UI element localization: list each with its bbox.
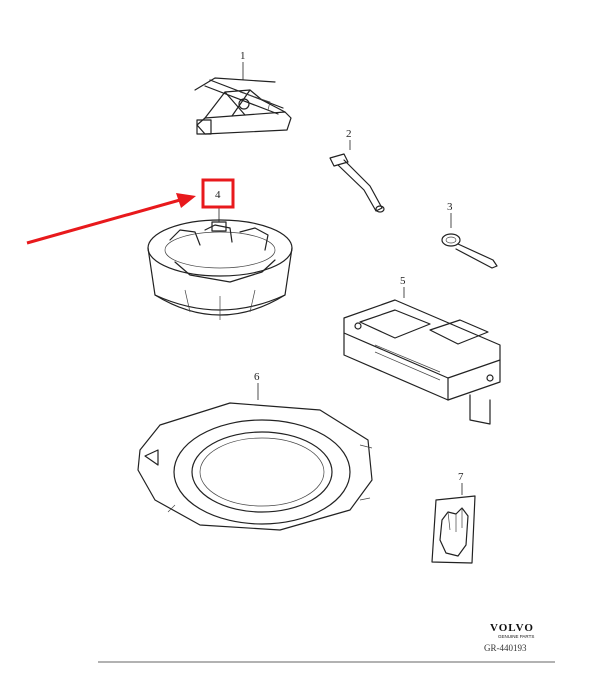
towing-eye-icon: [441, 213, 498, 269]
callout-5: 5: [400, 275, 406, 287]
callout-7: 7: [458, 471, 464, 483]
gloves-bag-icon: [431, 483, 476, 564]
callout-4: 4: [215, 189, 221, 201]
reference-number: GR-440193: [484, 643, 527, 653]
highlight-box: [201, 178, 235, 209]
bracket-icon: [343, 287, 501, 425]
wheel-wrench-icon: [329, 140, 385, 213]
brand-name: VOLVO: [490, 622, 534, 634]
callout-3: 3: [447, 201, 453, 213]
highlight-arrow: [26, 193, 196, 245]
tool-holder-icon: [147, 206, 293, 320]
brand-sub: GENUINE PARTS: [498, 634, 534, 639]
callout-1: 1: [240, 50, 246, 62]
volvo-logo: VOLVO GENUINE PARTS: [490, 622, 534, 639]
callout-2: 2: [346, 128, 352, 140]
callout-6: 6: [254, 371, 260, 383]
spare-wheel-well-icon: [137, 383, 373, 531]
scissor-jack-icon: [194, 62, 292, 135]
